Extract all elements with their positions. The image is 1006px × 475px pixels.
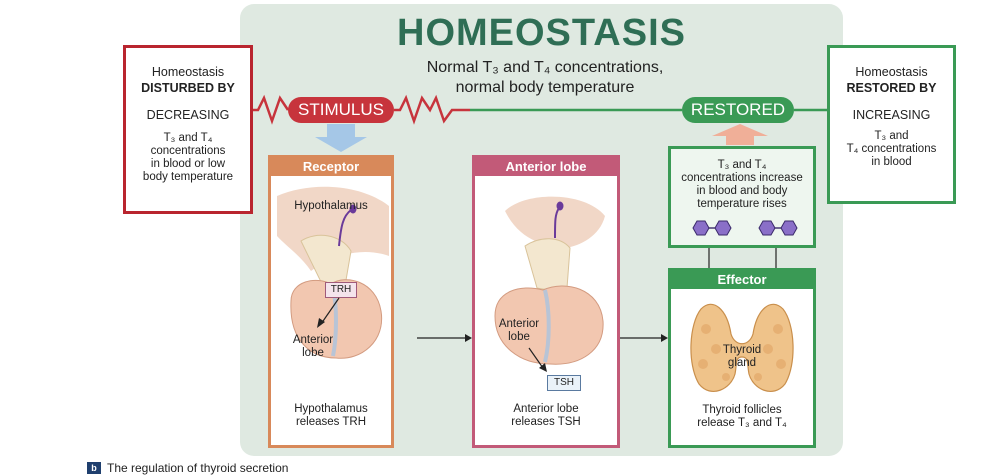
result-line: T₃ and T₄	[717, 159, 767, 171]
hypothalamus-illustration	[277, 186, 389, 359]
subtitle-line: Normal T₃ and T₄ concentrations,	[426, 59, 664, 76]
disturbed-line1: Homeostasis	[151, 65, 225, 79]
desc-line: T₄ concentrations	[846, 143, 937, 155]
anterior-header: Anterior lobe	[475, 158, 617, 176]
desc-line: T₃ and T₄	[163, 132, 213, 144]
label-line: Anterior	[292, 334, 334, 346]
caption-line: Anterior lobe	[513, 403, 579, 415]
trh-label: TRH	[325, 282, 357, 298]
caption-line: Hypothalamus	[294, 403, 368, 415]
caption-line: Thyroid follicles	[702, 404, 782, 416]
thyroid-gland-label: Thyroid gland	[711, 344, 773, 370]
result-line: concentrations increase	[681, 172, 803, 184]
label-line: gland	[727, 357, 757, 369]
stimulus-label: STIMULUS	[288, 97, 394, 123]
label-line: lobe	[302, 347, 324, 359]
result-line: temperature rises	[697, 198, 787, 210]
result-box: T₃ and T₄ concentrations increase in blo…	[668, 146, 816, 248]
restored-box: Homeostasis RESTORED BY INCREASING T₃ an…	[827, 45, 956, 204]
restored-label: RESTORED	[682, 97, 794, 123]
desc-line: concentrations	[150, 145, 226, 157]
disturbed-action: DECREASING	[146, 108, 230, 122]
subtitle-line: normal body temperature	[455, 79, 635, 96]
effector-caption: Thyroid follicles release T₃ and T₄	[671, 404, 813, 430]
effector-header: Effector	[671, 271, 813, 289]
figure-caption: The regulation of thyroid secretion	[107, 461, 289, 475]
receptor-caption: Hypothalamus releases TRH	[271, 403, 391, 429]
result-line: in blood and body	[696, 185, 788, 197]
tsh-arrow	[528, 347, 547, 372]
caption-line: releases TSH	[511, 416, 581, 428]
restored-line2: RESTORED BY	[846, 81, 937, 95]
desc-line: in blood or low	[150, 158, 226, 170]
desc-line: T₃ and	[874, 130, 909, 142]
label-line: Thyroid	[722, 344, 762, 356]
caption-line: release T₃ and T₄	[697, 417, 787, 429]
hypothalamus-label: Hypothalamus	[294, 200, 368, 212]
trh-arrow	[317, 297, 340, 328]
disturbed-line2: DISTURBED BY	[141, 81, 235, 95]
label-line: lobe	[508, 331, 530, 343]
anterior-caption: Anterior lobe releases TSH	[475, 403, 617, 429]
anterior-lobe-label: Anterior lobe	[489, 318, 549, 344]
label-line: Anterior	[498, 318, 540, 330]
desc-line: in blood	[871, 156, 912, 168]
receptor-header: Receptor	[271, 158, 391, 176]
diagram-subtitle: Normal T₃ and T₄ concentrations, normal …	[380, 58, 710, 98]
tsh-label: TSH	[547, 375, 581, 391]
anterior-lobe-stage: Anterior lobe Anterior lobe TSH Anterior…	[472, 155, 620, 448]
figure-badge: b	[87, 462, 101, 474]
anterior-lobe-label: Anterior lobe	[283, 334, 343, 360]
thyroid-hormone-molecules	[692, 220, 798, 236]
disturbed-box: Homeostasis DISTURBED BY DECREASING T₃ a…	[123, 45, 253, 214]
restored-action: INCREASING	[852, 108, 931, 122]
receptor-stage: Receptor Hypothalamus TRH Anterior lobe …	[268, 155, 394, 448]
pituitary-illustration	[494, 196, 605, 365]
thyroid-gland-illustration	[690, 303, 794, 392]
disturbed-description: T₃ and T₄ concentrations in blood or low…	[126, 132, 250, 184]
caption-line: releases TRH	[295, 416, 367, 428]
effector-stage: Effector Thyroid gland Thyroid follicles…	[668, 268, 816, 448]
restored-line1: Homeostasis	[855, 65, 928, 79]
diagram-title: HOMEOSTASIS	[397, 12, 686, 54]
desc-line: body temperature	[142, 171, 234, 183]
restored-description: T₃ and T₄ concentrations in blood	[830, 130, 953, 169]
